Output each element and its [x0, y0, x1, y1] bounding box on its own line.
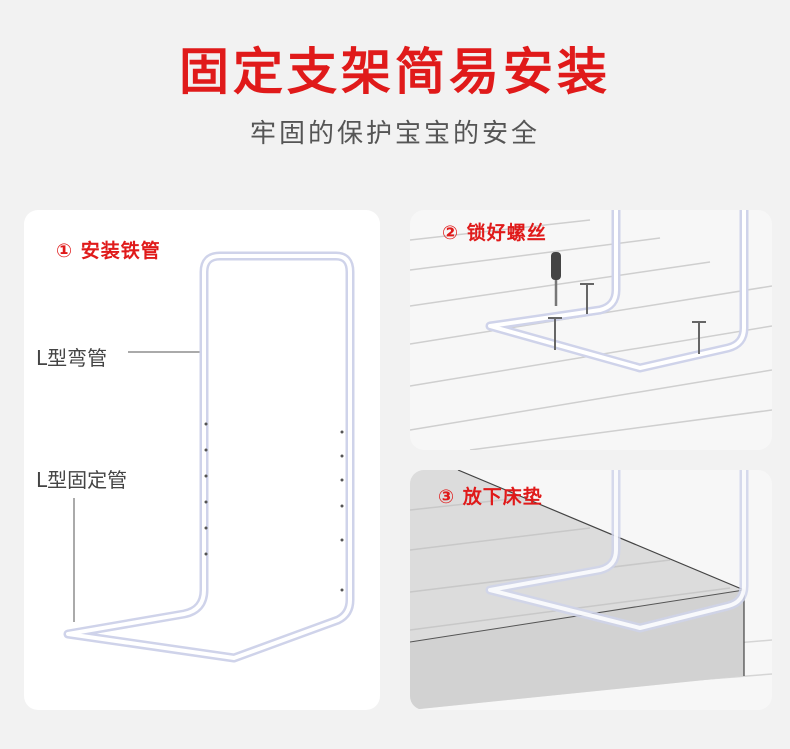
screw-install-illustration: [410, 210, 772, 450]
mattress-illustration: [410, 470, 772, 710]
step-1-label: ① 安装铁管: [56, 240, 161, 262]
step-3-card: ③ 放下床垫: [410, 470, 772, 710]
page-title: 固定支架简易安装: [179, 43, 611, 101]
step-2-label: ② 锁好螺丝: [442, 222, 547, 244]
bed-rail-frame-illustration: [63, 251, 355, 663]
fixed-tube-label: L型固定管: [36, 468, 128, 492]
step-1-card: ① 安装铁管 L型弯管 L型固定管: [24, 210, 380, 710]
step-3-label: ③ 放下床垫: [438, 486, 543, 508]
bent-tube-label: L型弯管: [36, 346, 108, 370]
page-subtitle: 牢固的保护宝宝的安全: [249, 119, 540, 149]
step-2-card: ② 锁好螺丝: [410, 210, 772, 450]
